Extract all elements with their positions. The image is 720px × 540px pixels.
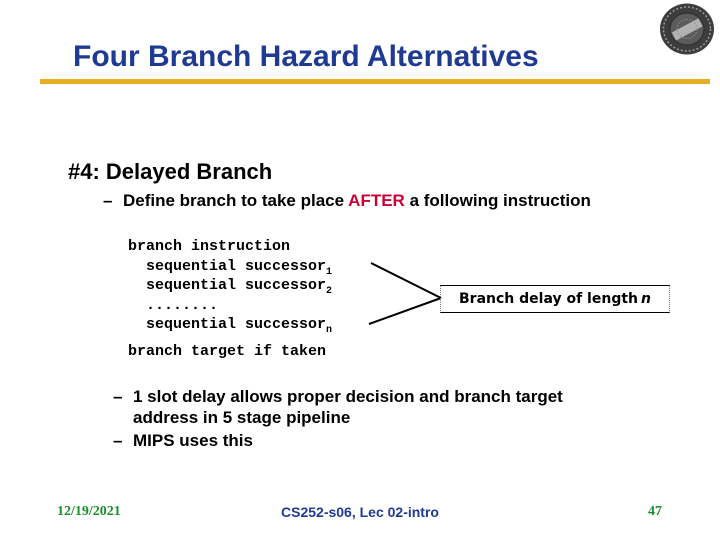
branch-delay-callout-box: Branch delay of length n: [440, 285, 670, 313]
bullet-text: Define branch to take place AFTER a foll…: [123, 190, 591, 211]
bullet-dash: –: [103, 191, 113, 210]
bullet-highlight-after: AFTER: [348, 191, 405, 210]
footer-course-label: CS252-s06, Lec 02-intro: [281, 504, 439, 520]
footer-date: 12/19/2021: [57, 504, 121, 519]
bullet-define-branch: – Define branch to take place AFTER a fo…: [103, 190, 591, 211]
bullet-dash: –: [113, 387, 123, 406]
bullet-text-post: a following instruction: [404, 191, 591, 210]
subscript-2: 2: [326, 286, 333, 297]
bullet-text: MIPS uses this: [133, 431, 253, 450]
subscript-n: n: [326, 325, 333, 336]
bullet-text-pre: Define branch to take place: [123, 191, 349, 210]
code-line-branch-target: branch target if taken: [128, 342, 327, 360]
code-block: branch instruction sequential successor1…: [128, 237, 332, 361]
code-line-successor-1: sequential successor1: [128, 257, 333, 278]
callout-variable-n: n: [641, 291, 651, 307]
university-seal-icon: [660, 3, 714, 55]
code-line-successor-2: sequential successor2: [128, 277, 333, 297]
subscript-1: 1: [326, 266, 333, 278]
bullet-slot-delay: – 1 slot delay allows proper decision an…: [113, 386, 603, 428]
code-line-successor-n: sequential successorn: [128, 316, 333, 336]
bullet-dash: –: [113, 431, 123, 450]
bullet-text: 1 slot delay allows proper decision and …: [133, 387, 563, 427]
code-line-branch-instruction: branch instruction: [128, 238, 291, 255]
section-heading: #4: Delayed Branch: [68, 159, 273, 184]
code-line-dots: ........: [128, 296, 219, 314]
callout-label: Branch delay of length: [459, 291, 639, 307]
slide-title: Four Branch Hazard Alternatives: [73, 40, 539, 73]
footer-page-number: 47: [648, 504, 662, 519]
bullet-mips: – MIPS uses this: [113, 430, 253, 451]
title-underline-rule: [40, 79, 710, 84]
